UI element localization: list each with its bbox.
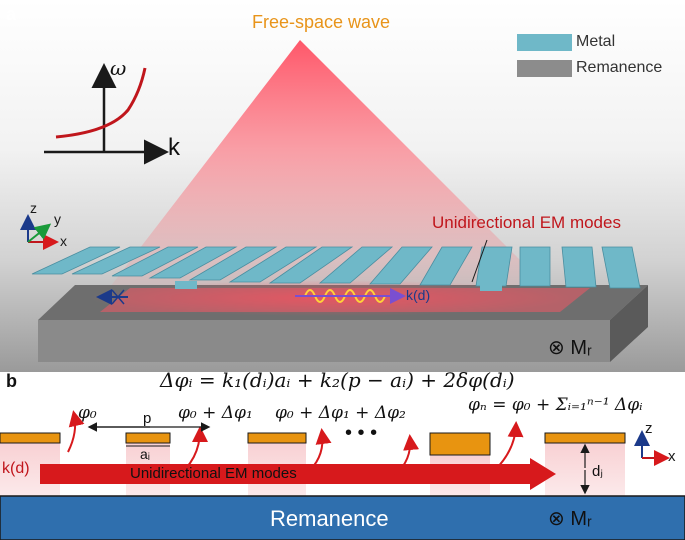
gold-strips — [0, 432, 626, 456]
panel-b-letter: b — [6, 371, 17, 391]
metal-tab — [480, 283, 502, 291]
mr-label-a: ⊗ Mᵣ — [548, 337, 592, 359]
metal-strips — [31, 246, 641, 289]
axis-y-label: y — [54, 211, 61, 227]
phase-label-2: φ₀ + Δφ₁ + Δφ₂ — [275, 403, 406, 423]
phase-label-0: φ₀ — [78, 403, 97, 423]
period-label: p — [143, 410, 152, 427]
emission-arrows — [67, 410, 524, 479]
em-mode-label-b: Unidirectional EM modes — [130, 465, 297, 482]
axis-b-x-label: x — [668, 448, 676, 465]
depth-label: dⱼ — [592, 463, 603, 480]
ellipsis-dots: • • • — [345, 422, 378, 444]
em-mode-label-a: Unidirectional EM modes — [432, 213, 621, 232]
axis-z-label: z — [30, 200, 37, 216]
metal-tab — [175, 281, 197, 289]
legend-remanence-swatch — [517, 60, 572, 77]
legend-metal-swatch — [517, 34, 572, 51]
axis-y — [27, 223, 52, 243]
axis-b-z-label: z — [645, 420, 653, 437]
dispersion-k-label: k — [168, 134, 180, 161]
em-mode-arrow — [40, 458, 556, 490]
phase-label-1: φ₀ + Δφ₁ — [178, 403, 253, 423]
phase-label-n: φₙ = φ₀ + Σᵢ₌₁ⁿ⁻¹ Δφᵢ — [468, 395, 643, 415]
free-space-label: Free-space wave — [252, 12, 391, 32]
legend-metal-label: Metal — [576, 33, 616, 50]
substrate-label: Remanence — [270, 506, 389, 531]
remanence-slab-front — [38, 320, 610, 362]
phase-equation: Δφᵢ = k₁(dᵢ)aᵢ + k₂(p − aᵢ) + 2δφ(dᵢ) — [160, 368, 515, 392]
panel-a-letter: a — [6, 4, 17, 24]
remanence-slab-side — [610, 285, 648, 362]
width-label: aᵢ — [140, 446, 150, 462]
k-d-label-b: k(d) — [2, 460, 30, 477]
dispersion-omega-label: ω — [110, 56, 127, 80]
remanence-substrate — [0, 495, 685, 540]
dispersion-curve — [55, 67, 147, 139]
axis-x-label: x — [60, 233, 67, 249]
blocked-cross — [111, 289, 125, 305]
k-d-label-a: k(d) — [406, 287, 431, 303]
em-label-pointer — [471, 239, 488, 283]
legend-remanence-label: Remanence — [576, 59, 663, 76]
mr-label-b: ⊗ Mᵣ — [548, 508, 592, 530]
em-mode-band — [100, 288, 590, 312]
free-space-cone — [100, 40, 560, 300]
